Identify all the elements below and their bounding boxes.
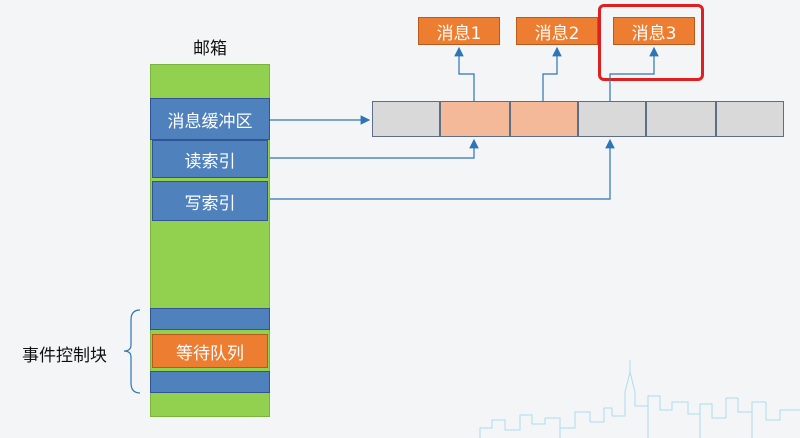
- write-index-arrow: [270, 138, 615, 200]
- message-buffer-field: 消息缓冲区: [150, 98, 270, 140]
- ecb-bracket: [123, 309, 141, 394]
- write-index-field: 写索引: [152, 181, 268, 221]
- buffer-slot-5: [646, 101, 716, 137]
- read-index-field: 读索引: [152, 140, 268, 178]
- buffer-slot-2: [440, 101, 510, 137]
- message-3-box: 消息3: [613, 17, 695, 45]
- buffer-slot-3: [510, 101, 578, 137]
- skyline-decoration: [479, 360, 800, 438]
- ecb-top-bar: [150, 308, 270, 330]
- slot-to-message-2-arrow: [542, 46, 562, 101]
- message-1-box: 消息1: [418, 17, 500, 45]
- ecb-bottom-bar: [150, 371, 270, 393]
- buffer-slot-1: [372, 101, 440, 137]
- buffer-slot-6: [716, 101, 784, 137]
- mailbox-title: 邮箱: [193, 39, 227, 59]
- ecb-label: 事件控制块: [22, 346, 107, 366]
- message-3-highlight: [598, 4, 704, 81]
- wait-queue-field: 等待队列: [152, 334, 268, 368]
- slot-to-message-3-arrow: [609, 46, 659, 101]
- read-index-arrow: [270, 138, 479, 159]
- slot-to-message-1-arrow: [454, 46, 475, 101]
- message-2-box: 消息2: [516, 17, 598, 45]
- buffer-slot-4: [578, 101, 646, 137]
